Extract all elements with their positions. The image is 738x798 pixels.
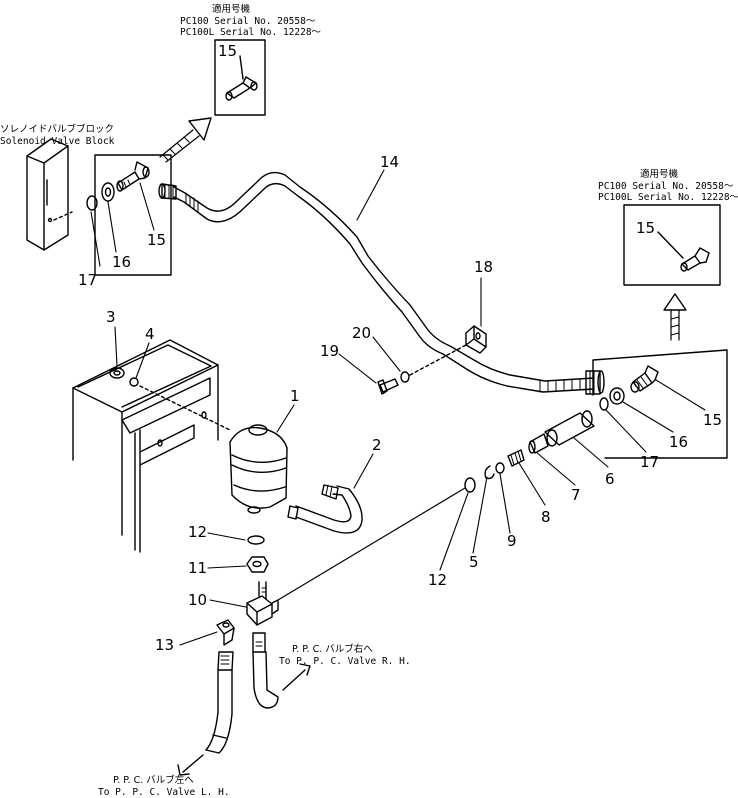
serial-top-title: 適用号機 bbox=[212, 3, 251, 15]
part-number-17-right: 17 bbox=[640, 453, 659, 471]
part-number-15-top: 15 bbox=[218, 42, 237, 60]
part-number-20: 20 bbox=[352, 324, 371, 342]
ppc-lh-label-en: To P. P. C. Valve L. H. bbox=[98, 787, 230, 798]
part-number-19: 19 bbox=[320, 342, 339, 360]
o-ring-17-left bbox=[86, 195, 98, 211]
part-number-15-right-inset: 15 bbox=[636, 219, 655, 237]
o-ring-17-right bbox=[599, 397, 609, 411]
snap-ring-5 bbox=[484, 465, 495, 480]
part-number-18: 18 bbox=[474, 258, 493, 276]
hose-to-ppc-rh bbox=[252, 632, 279, 709]
part-number-2: 2 bbox=[372, 436, 382, 454]
part-number-8: 8 bbox=[541, 508, 551, 526]
serial-top-line2: PC100L Serial No. 12228～ bbox=[180, 27, 322, 38]
solenoid-label-en: Solenoid Valve Block bbox=[0, 136, 115, 147]
serial-right-line1: PC100 Serial No. 20558～ bbox=[598, 181, 734, 192]
sleeve-6 bbox=[544, 410, 595, 447]
part-number-9: 9 bbox=[507, 532, 517, 550]
elbow-fitting-15-right bbox=[630, 365, 659, 393]
arrow-ppc-lh bbox=[177, 754, 204, 776]
insert-8 bbox=[507, 449, 525, 467]
serial-note-top: 適用号機 PC100 Serial No. 20558～ PC100L Seri… bbox=[180, 3, 322, 38]
part-number-14: 14 bbox=[380, 153, 399, 171]
tee-fitting-10 bbox=[246, 581, 279, 626]
part-number-4: 4 bbox=[145, 325, 155, 343]
part-number-7: 7 bbox=[571, 486, 581, 504]
inset-box-top bbox=[214, 39, 266, 116]
ppc-rh-label-en: To P. P. C. Valve R. H. bbox=[279, 656, 411, 667]
inset-box-right-lower bbox=[592, 349, 728, 459]
part-number-12-right: 12 bbox=[428, 571, 447, 589]
elbow-fitting-15-left bbox=[116, 161, 150, 192]
part-number-6: 6 bbox=[605, 470, 615, 488]
part-number-15-left: 15 bbox=[147, 231, 166, 249]
part-number-5: 5 bbox=[469, 553, 479, 571]
part-number-10: 10 bbox=[188, 591, 207, 609]
washer-12-left bbox=[247, 535, 265, 545]
serial-right-line2: PC100L Serial No. 12228～ bbox=[598, 192, 738, 203]
elbow-fitting-15-right-inset bbox=[680, 247, 710, 272]
washer-16-right bbox=[609, 387, 625, 405]
washer-16-left bbox=[101, 182, 115, 202]
part-number-16-left: 16 bbox=[112, 253, 131, 271]
pipe-14 bbox=[158, 171, 605, 395]
accumulator-1 bbox=[229, 424, 288, 514]
o-ring-9 bbox=[495, 462, 505, 474]
part-number-11: 11 bbox=[188, 559, 207, 577]
elbow-fitting-15-top bbox=[225, 76, 258, 101]
o-ring-12-right bbox=[464, 477, 476, 493]
washer-20 bbox=[400, 371, 410, 383]
hydraulic-tank bbox=[72, 339, 219, 553]
solenoid-valve-block bbox=[26, 138, 69, 251]
serial-note-right: 適用号機 PC100 Serial No. 20558～ PC100L Seri… bbox=[598, 168, 738, 203]
inset-box-left bbox=[94, 154, 172, 276]
part-number-1: 1 bbox=[290, 387, 300, 405]
clamp-bracket-18 bbox=[465, 325, 487, 354]
solenoid-label-jp: ソレノイドバルブブロック bbox=[0, 123, 114, 135]
part-number-17-left: 17 bbox=[78, 271, 97, 289]
part-number-13: 13 bbox=[155, 636, 174, 654]
bolt-19 bbox=[377, 378, 399, 395]
hose-to-ppc-lh bbox=[205, 651, 234, 754]
serial-top-line1: PC100 Serial No. 20558～ bbox=[180, 16, 316, 27]
arrow-to-right-inset bbox=[663, 293, 687, 341]
hose-2 bbox=[287, 484, 363, 534]
ppc-lh-label-jp: P. P. C. バルブ左へ bbox=[113, 774, 194, 786]
arrow-ppc-rh bbox=[282, 663, 311, 691]
leader-lines bbox=[90, 169, 706, 646]
part-numbers: 1 2 3 4 5 6 7 8 9 10 11 12 12 13 14 15 1… bbox=[78, 42, 722, 654]
serial-right-title: 適用号機 bbox=[640, 168, 679, 180]
elbow-fitting-13 bbox=[216, 619, 235, 646]
bolt-3 bbox=[109, 367, 125, 379]
part-number-15-right: 15 bbox=[703, 411, 722, 429]
part-number-16-right: 16 bbox=[669, 433, 688, 451]
nut-7 bbox=[528, 433, 549, 454]
part-number-12-left: 12 bbox=[188, 523, 207, 541]
inset-box-right bbox=[623, 204, 721, 286]
part-number-3: 3 bbox=[106, 308, 116, 326]
washer-4 bbox=[129, 377, 139, 387]
ppc-rh-label-jp: P. P. C. バルブ右へ bbox=[292, 643, 373, 655]
nut-11 bbox=[246, 556, 269, 573]
